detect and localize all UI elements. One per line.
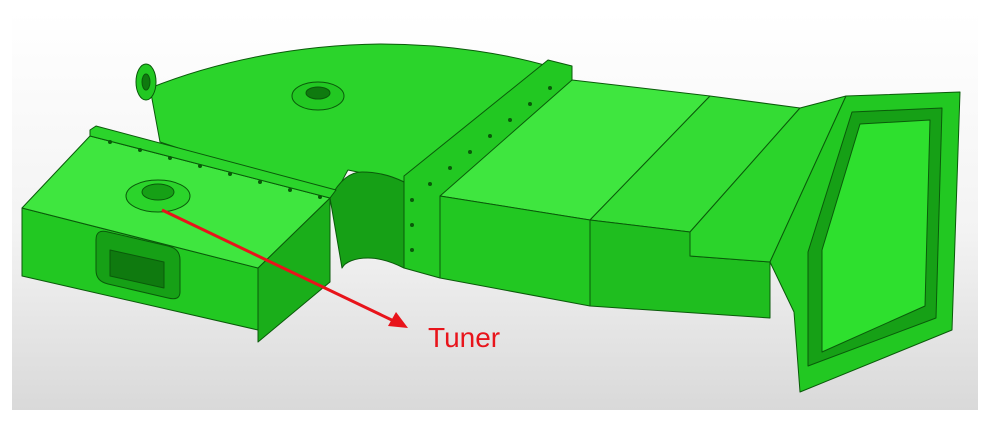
flange-bolt-holes <box>108 86 552 252</box>
left-box-flange <box>89 125 337 199</box>
output-port-interior <box>821 119 931 353</box>
tuner-port-bore <box>141 183 175 201</box>
top-port-bore <box>305 86 331 100</box>
bend-inner-wall <box>329 171 405 269</box>
viewport-slot-inner <box>109 249 165 289</box>
tuner-callout-arrow <box>161 208 408 328</box>
tuner-callout-label: Tuner <box>428 322 501 353</box>
side-port-bore <box>141 73 151 91</box>
